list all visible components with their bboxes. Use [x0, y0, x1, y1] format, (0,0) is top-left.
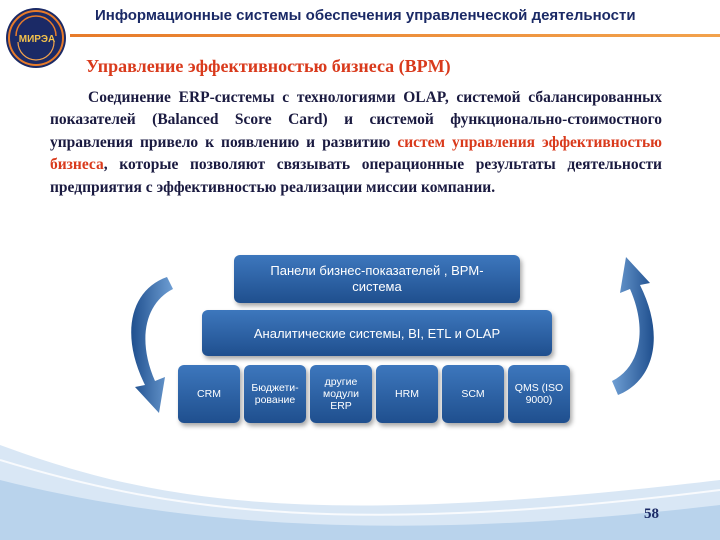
module-line: 9000) — [525, 394, 553, 406]
module-line: CRM — [197, 388, 221, 400]
slide-title: Управление эффективностью бизнеса (BPM) — [86, 56, 451, 76]
module-line: другие — [324, 376, 358, 388]
paragraph-part1: Соединение ERP-системы с технологиями OL… — [50, 89, 662, 151]
header-divider — [70, 34, 720, 37]
bpm-panel-line1: Панели бизнес-показателей , BPM- — [270, 263, 484, 278]
module-line: SCM — [461, 388, 485, 400]
analytics-label: Аналитические системы, BI, ETL и OLAP — [253, 325, 501, 341]
bpm-panel-box: Панели бизнес-показателей , BPM- система — [234, 255, 520, 303]
bpm-panel-line2: система — [352, 279, 402, 294]
module-line: рование — [254, 394, 296, 406]
module-line: Бюджети- — [251, 382, 299, 394]
module-budgeting: Бюджети- рование — [244, 365, 306, 423]
bpm-diagram: Панели бизнес-показателей , BPM- система… — [100, 245, 660, 445]
cycle-arrow-left-icon — [131, 277, 173, 413]
body-paragraph: Соединение ERP-системы с технологиями OL… — [50, 87, 662, 199]
module-line: HRM — [395, 388, 419, 400]
module-line: QMS (ISO — [514, 382, 564, 394]
module-line: модули — [323, 388, 359, 400]
footer-wave — [0, 438, 720, 540]
module-line: ERP — [330, 400, 352, 412]
header-title: Информационные системы обеспечения управ… — [95, 7, 636, 24]
page-number: 58 — [644, 506, 659, 522]
module-hrm: HRM — [376, 365, 438, 423]
mirea-logo: МИРЭА — [6, 8, 66, 68]
paragraph-part2: , которые позволяют связывать операционн… — [50, 156, 662, 196]
logo-text: МИРЭА — [19, 34, 56, 45]
module-crm: CRM — [178, 365, 240, 423]
analytics-box: Аналитические системы, BI, ETL и OLAP — [202, 310, 552, 356]
module-other-erp: другие модули ERP — [310, 365, 372, 423]
module-scm: SCM — [442, 365, 504, 423]
module-qms: QMS (ISO 9000) — [508, 365, 570, 423]
cycle-arrow-right-icon — [612, 257, 654, 395]
paragraph-highlight: систем управления эффективностью бизнеса — [50, 133, 662, 174]
